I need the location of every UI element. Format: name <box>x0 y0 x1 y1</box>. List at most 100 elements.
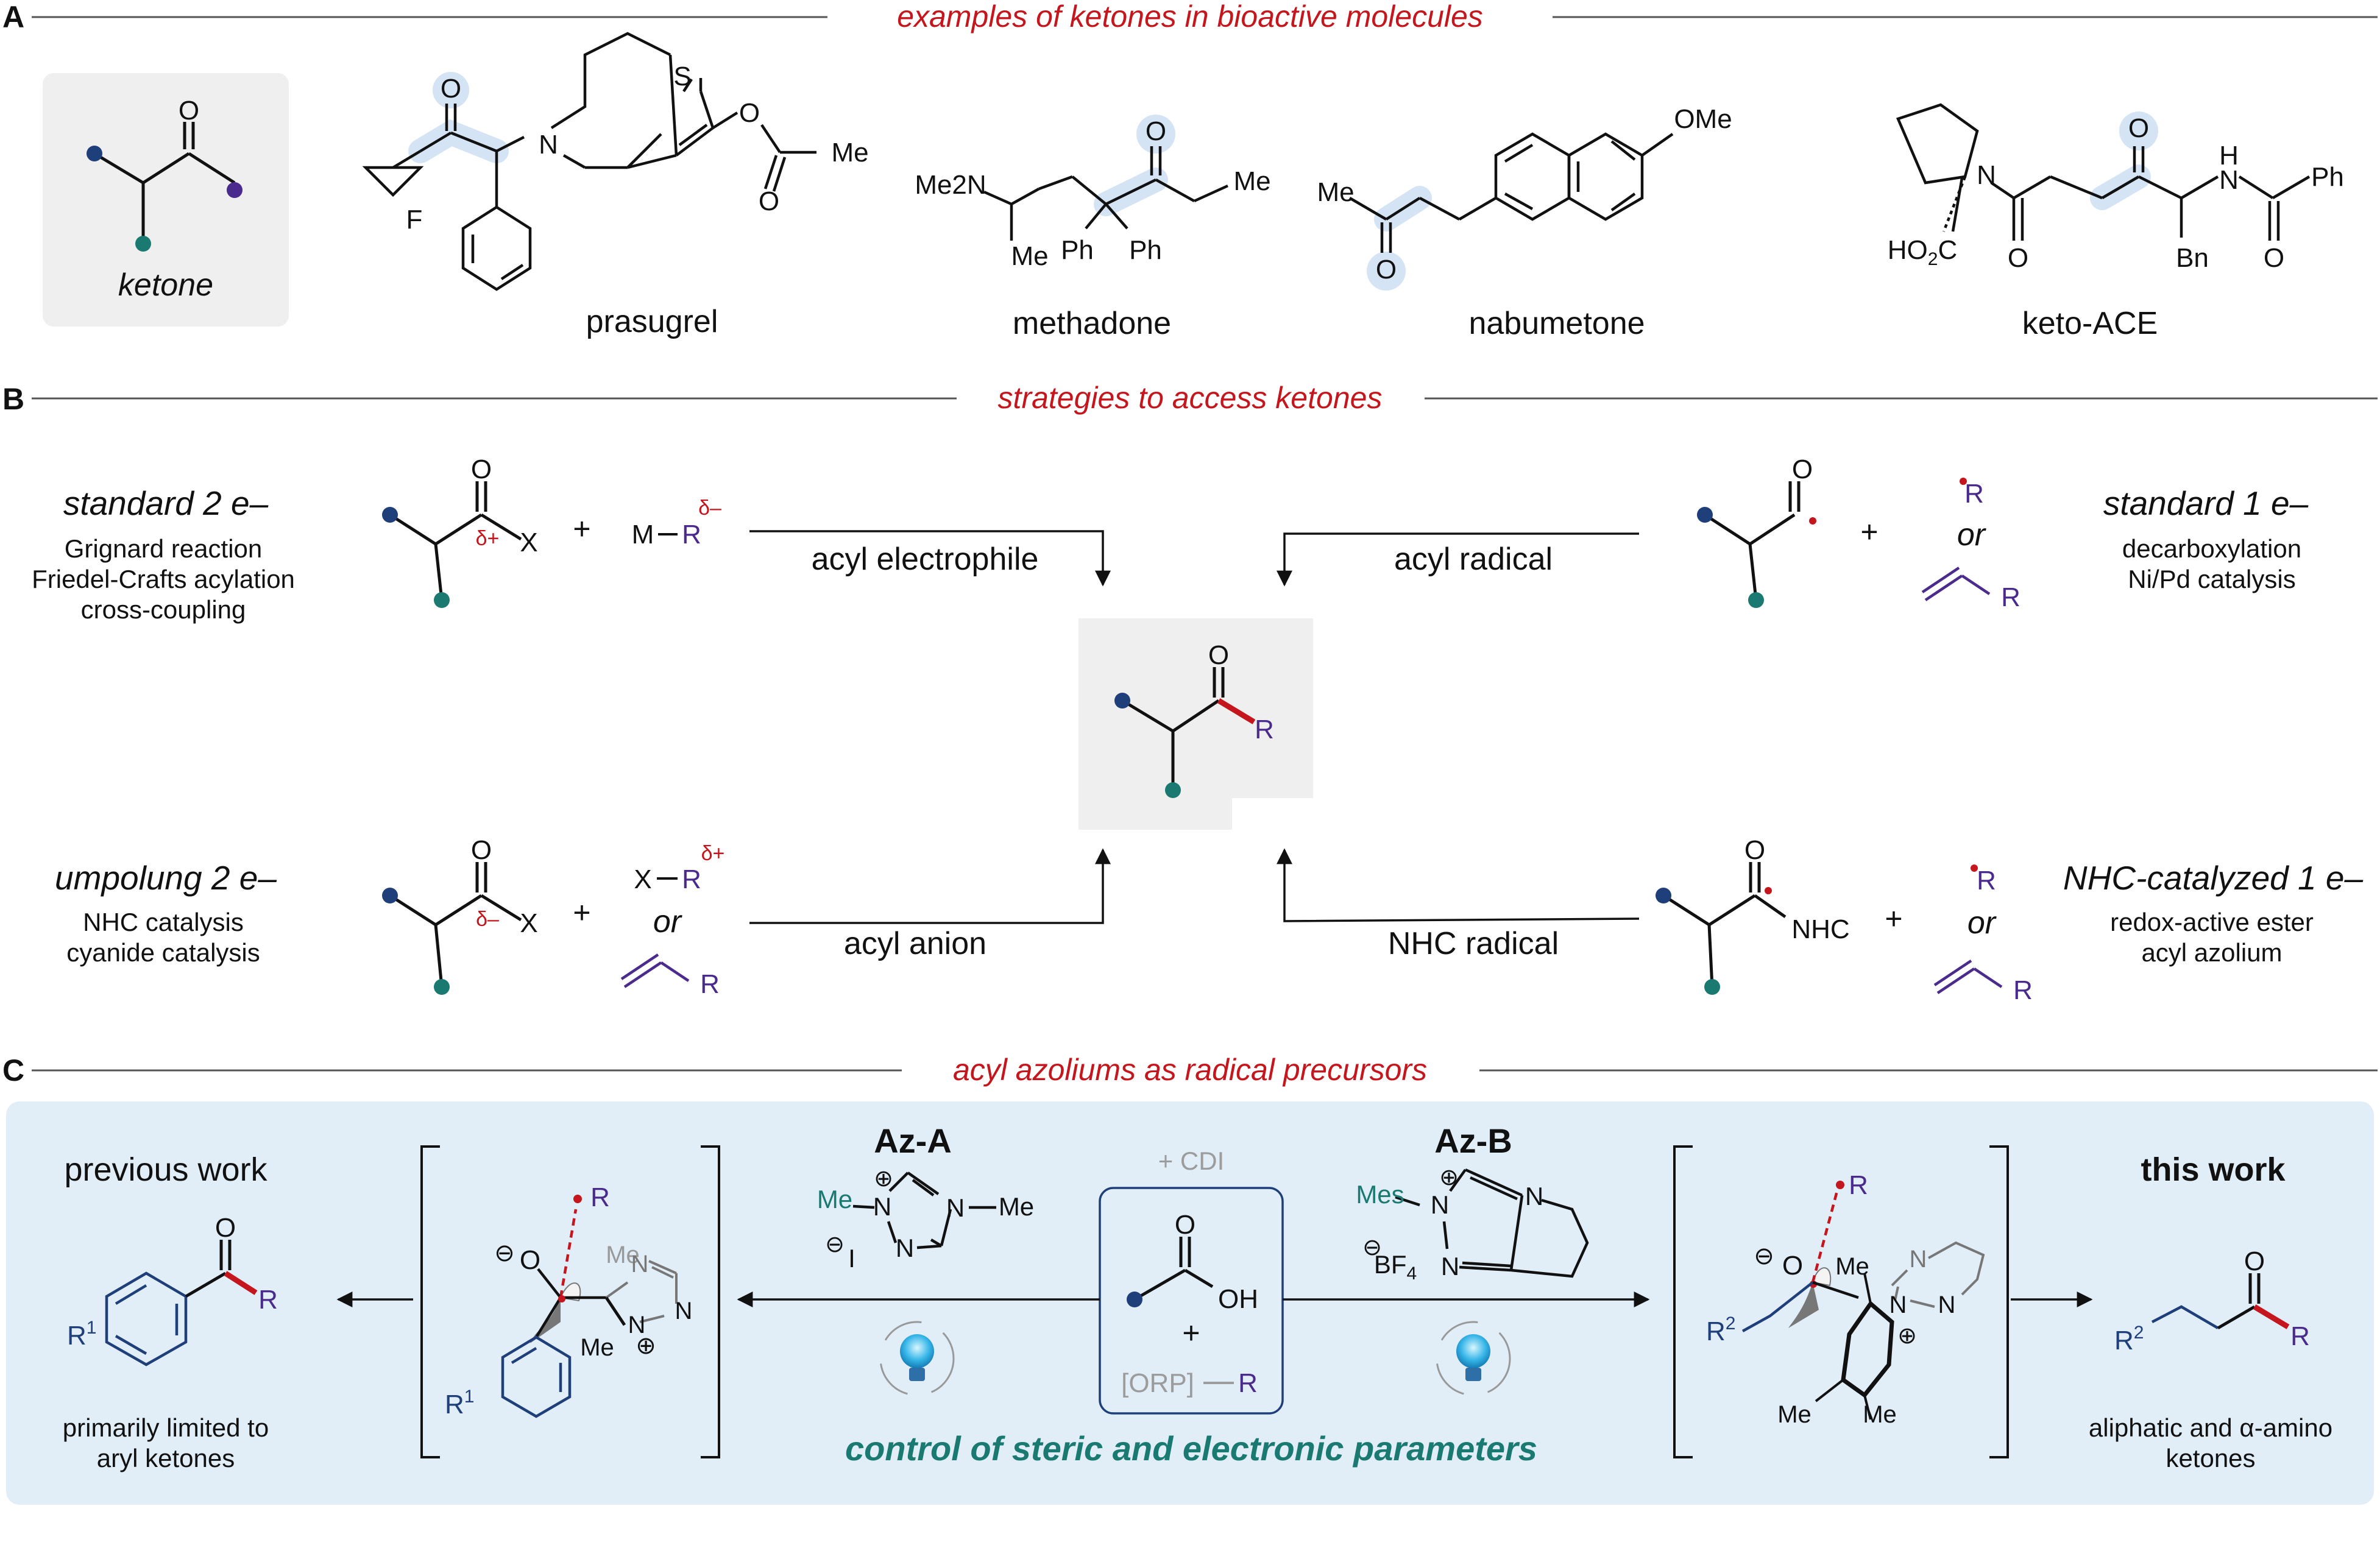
arrow-acyl-electrophile <box>749 530 1111 587</box>
ir-r: R <box>1849 1170 1868 1200</box>
az-b-structure: Az-B Mes N ⊕ N N ⊖ BF4 <box>1356 1122 1589 1284</box>
keto-ace-co2h: HO2C <box>1888 235 1957 269</box>
il-n2: N <box>675 1298 693 1324</box>
prasugrel-f: F <box>406 205 423 235</box>
nabumetone-me: Me <box>1317 177 1354 207</box>
ae-delta-minus: δ– <box>698 497 721 520</box>
ae-x: X <box>520 528 537 557</box>
il-oplus: ⊕ <box>636 1332 656 1359</box>
section-title-a: examples of ketones in bioactive molecul… <box>897 0 1483 34</box>
central-r: R <box>1255 715 1274 744</box>
il-me-gray: Me <box>606 1242 640 1268</box>
generic-ketone-box: O ketone <box>43 73 289 327</box>
keto-ace-o3: O <box>2264 243 2284 273</box>
az-a-me2: Me <box>999 1192 1034 1221</box>
section-title-c: acyl azoliums as radical precursors <box>953 1053 1427 1087</box>
ir-me-right: Me <box>1863 1401 1897 1428</box>
light-bulb-icon-left <box>879 1321 955 1396</box>
strategy-standard-2e: standard 2 e– Grignard reaction Friedel-… <box>32 484 295 624</box>
az-a-oplus: ⊕ <box>874 1166 893 1192</box>
label-nhc-radical: NHC radical <box>1388 926 1559 961</box>
section-a-header: A examples of ketones in bioactive molec… <box>2 0 2378 34</box>
ir-oxygen: O <box>1782 1251 1803 1281</box>
purple-dot <box>227 182 243 198</box>
az-a-n3: N <box>896 1234 914 1262</box>
this-work-title: this work <box>2141 1151 2286 1188</box>
ir-r2: R2 <box>1706 1313 1735 1346</box>
methadone-name: methadone <box>1013 306 1171 341</box>
section-title-b: strategies to access ketones <box>998 381 1383 415</box>
strategy-line: acyl azolium <box>2141 938 2282 967</box>
az-b-label: Az-B <box>1434 1122 1512 1160</box>
reagent-oxygen: O <box>1175 1210 1195 1240</box>
aa-x: X <box>520 908 537 938</box>
ir-me-left: Me <box>1777 1401 1812 1428</box>
pw-r1: R1 <box>67 1318 96 1351</box>
strategy-title-bl: umpolung 2 e– <box>55 859 277 897</box>
ae-delta-plus: δ+ <box>476 527 500 550</box>
ae-m: M <box>632 520 654 550</box>
strategy-title-tl: standard 2 e– <box>63 484 269 522</box>
keto-ace-nh: N <box>2219 165 2239 195</box>
keto-ace-n: N <box>1977 160 1996 190</box>
nabumetone-o: O <box>1376 255 1397 285</box>
keto-ace-ph: Ph <box>2311 162 2344 192</box>
methadone-nme2: Me2N <box>915 170 986 200</box>
intermediate-right: R ⊖ O R2 Me Me Me <box>1673 1145 2009 1458</box>
strategy-line: Ni/Pd catalysis <box>2128 565 2295 593</box>
pw-oxygen: O <box>215 1213 236 1243</box>
nabumetone-ome: OMe <box>1674 104 1732 134</box>
section-letter-a: A <box>2 0 24 34</box>
pw-note-1: primarily limited to <box>63 1413 269 1442</box>
strategy-title-tr: standard 1 e– <box>2103 484 2309 522</box>
methadone-me2: Me <box>1233 166 1270 196</box>
prasugrel-o2: O <box>739 98 760 128</box>
az-a-me1: Me <box>817 1185 852 1214</box>
strategy-line: cross-coupling <box>81 595 246 624</box>
nabumetone-name: nabumetone <box>1468 306 1645 341</box>
methadone-ph2: Ph <box>1129 235 1162 265</box>
ir-n1: N <box>1910 1246 1927 1273</box>
prasugrel-name: prasugrel <box>586 304 718 339</box>
az-a-n2: N <box>946 1193 965 1222</box>
aa-alkene-r: R <box>700 969 720 999</box>
ir-n2: N <box>1889 1292 1907 1318</box>
ae-oxygen: O <box>471 454 492 484</box>
nr-plus: + <box>1885 902 1902 936</box>
previous-work-block: previous work O R R1 primarily limited t… <box>63 1151 278 1472</box>
tw-note-1: aliphatic and α-amino <box>2089 1413 2332 1442</box>
acyl-radical-reagent: O + R or R <box>1697 454 2021 612</box>
methadone-ph1: Ph <box>1061 235 1094 265</box>
strategy-standard-1e: standard 1 e– decarboxylation Ni/Pd cata… <box>2103 484 2309 593</box>
ar-plus: + <box>1860 515 1878 549</box>
keto-ace-structure: N O H N Ph HO2C O Bn O keto-ACE <box>1888 103 2344 341</box>
panel-b: standard 2 e– Grignard reaction Friedel-… <box>32 454 2363 1005</box>
navy-dot <box>87 146 102 161</box>
nhc-radical-reagent: O NHC + R or R <box>1656 835 2033 1005</box>
az-b-mes: Mes <box>1356 1180 1404 1209</box>
nr-oxygen: O <box>1744 835 1765 865</box>
az-a-n1: N <box>873 1192 891 1221</box>
arrow-acyl-anion <box>749 848 1111 924</box>
prasugrel-o: O <box>441 74 461 104</box>
az-b-bf4: BF4 <box>1374 1250 1417 1284</box>
aa-or: or <box>653 904 683 939</box>
pw-r: R <box>258 1285 278 1315</box>
az-b-oplus: ⊕ <box>1439 1165 1459 1190</box>
aa-x2: X <box>634 864 651 894</box>
ir-oplus: ⊕ <box>1897 1323 1917 1349</box>
az-a-label: Az-A <box>874 1122 952 1160</box>
nr-nhc: NHC <box>1791 914 1849 944</box>
aa-delta-plus: δ+ <box>701 842 725 865</box>
keto-ace-h: H <box>2219 141 2239 171</box>
teal-dot <box>135 236 151 252</box>
section-letter-b: B <box>2 382 24 416</box>
strategy-line: decarboxylation <box>2122 534 2301 563</box>
acyl-electrophile-reagent: O δ+ X + M R δ– <box>382 454 721 608</box>
nabumetone-structure: O Me OMe nabumetone <box>1317 104 1732 341</box>
panel-a: O ketone <box>43 32 2344 341</box>
previous-work-title: previous work <box>64 1151 267 1188</box>
il-ominus: ⊖ <box>494 1240 515 1267</box>
tw-r2: R2 <box>2114 1323 2144 1355</box>
